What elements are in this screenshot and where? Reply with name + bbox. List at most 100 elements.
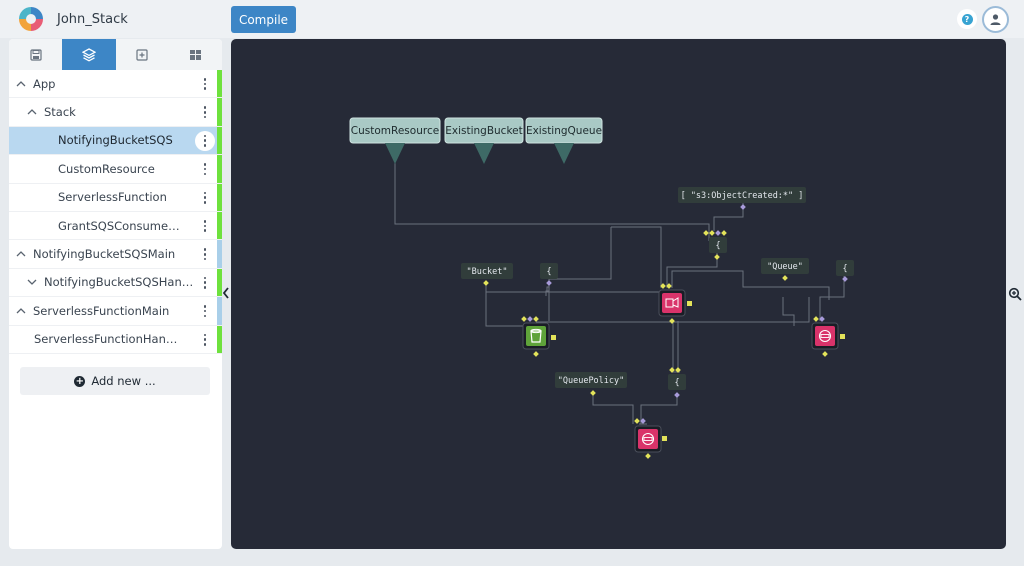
input-nodes: CustomResource ExistingBucket ExistingQu…: [349, 117, 603, 164]
grid-icon: [189, 49, 201, 60]
sqs-queue-policy-node[interactable]: [634, 425, 662, 453]
tree-item[interactable]: CustomResource: [9, 155, 222, 184]
literal-tags: [ "s3:ObjectCreated:*" ] { "Bucket" { "Q…: [461, 187, 854, 390]
chevron-up-icon[interactable]: [16, 249, 26, 259]
tag-object-4[interactable]: {: [668, 374, 686, 390]
status-bar: [217, 325, 222, 353]
layers-icon: [81, 47, 96, 62]
ports-s3-notification: [660, 283, 692, 324]
ports-queue-tag: [782, 275, 848, 282]
tag-queue[interactable]: "Queue": [761, 258, 809, 274]
tree-item[interactable]: ServerlessFunctionMain: [9, 297, 222, 326]
tree-item-label: NotifyingBucketSQSHandler: [44, 275, 199, 290]
status-bar: [217, 268, 222, 297]
zoom-in-icon[interactable]: [1008, 287, 1022, 301]
ports-queuepolicy-tag: [590, 367, 681, 398]
status-bar: [217, 126, 222, 155]
tree-item-label: App: [33, 76, 56, 91]
kebab-menu-icon[interactable]: [198, 219, 212, 233]
help-icon: ?: [961, 13, 973, 25]
tag-text: {: [842, 264, 847, 274]
kebab-menu-icon[interactable]: [198, 162, 212, 176]
tree-item[interactable]: NotifyingBucketSQSMain: [9, 240, 222, 269]
s3-bucket-icon: [530, 328, 542, 343]
tag-text: "Queue": [767, 262, 803, 272]
tag-text: "Bucket": [467, 267, 508, 277]
tag-text: "QueuePolicy": [558, 376, 625, 386]
status-bar: [217, 183, 222, 211]
s3-bucket-node[interactable]: [522, 322, 550, 350]
input-label: CustomResource: [351, 125, 439, 137]
tree-item[interactable]: ServerlessFunction: [9, 183, 222, 212]
tree-item-label: NotifyingBucketSQSMain: [33, 247, 176, 262]
tag-event-list[interactable]: [ "s3:ObjectCreated:*" ]: [678, 187, 806, 203]
chevron-up-icon[interactable]: [16, 79, 26, 89]
construct-nodes: [522, 289, 839, 453]
tree-item[interactable]: GrantSQSConsumeMessa…: [9, 211, 222, 241]
status-bar: [217, 297, 222, 325]
ports-bucket-tag: [483, 280, 552, 286]
input-node-existingbucket[interactable]: ExistingBucket: [444, 117, 524, 164]
tree-item-label: GrantSQSConsumeMessa…: [58, 218, 182, 233]
ports-sqs-queue: [813, 316, 845, 357]
add-new-button[interactable]: + Add new ...: [20, 367, 210, 395]
tab-save[interactable]: [9, 39, 62, 70]
status-bar: [217, 240, 222, 268]
save-icon: [30, 48, 42, 61]
tab-layers[interactable]: [62, 39, 116, 70]
tree-item[interactable]: App: [9, 70, 222, 99]
kebab-menu-icon[interactable]: [198, 304, 212, 318]
tree-item-label: ServerlessFunctionHandler: [34, 332, 182, 347]
status-bar: [217, 70, 222, 98]
tree-item[interactable]: ServerlessFunctionHandler: [9, 325, 222, 354]
tab-grid[interactable]: [169, 39, 222, 70]
s3-notification-icon: [665, 297, 679, 308]
kebab-menu-icon[interactable]: [198, 333, 212, 347]
sqs-queue-node[interactable]: [811, 322, 839, 350]
tag-text: {: [674, 378, 679, 388]
avatar[interactable]: [982, 6, 1009, 33]
kebab-menu-icon[interactable]: [198, 247, 212, 261]
kebab-menu-icon[interactable]: [198, 77, 212, 91]
ports-tag-event-list: [740, 204, 746, 210]
chevron-up-icon[interactable]: [27, 107, 37, 117]
kebab-menu-icon[interactable]: [198, 276, 212, 290]
kebab-menu-icon[interactable]: [195, 130, 215, 151]
compile-button[interactable]: Compile: [231, 6, 296, 33]
app-logo-icon[interactable]: [18, 6, 44, 32]
chevron-down-icon[interactable]: [27, 277, 37, 287]
tag-object-1[interactable]: {: [709, 237, 727, 253]
input-node-existingqueue[interactable]: ExistingQueue: [525, 117, 603, 164]
status-bar: [217, 211, 222, 240]
graph-canvas[interactable]: CustomResource ExistingBucket ExistingQu…: [231, 39, 1006, 549]
tree-item[interactable]: Stack: [9, 98, 222, 127]
s3-notification-node[interactable]: [658, 289, 686, 317]
tag-object-2[interactable]: {: [540, 263, 558, 279]
input-label: ExistingBucket: [445, 125, 523, 137]
sqs-queue-policy-icon: [641, 432, 655, 446]
ports-sqs-queue-policy: [634, 418, 667, 459]
tab-add[interactable]: [116, 39, 169, 70]
status-bar: [217, 155, 222, 183]
sqs-queue-icon: [818, 329, 832, 343]
tree-item-label: Stack: [44, 105, 76, 120]
help-button[interactable]: ?: [957, 9, 977, 29]
tag-object-3[interactable]: {: [836, 260, 854, 276]
tag-queuepolicy[interactable]: "QueuePolicy": [555, 372, 627, 388]
plus-square-icon: [136, 48, 148, 61]
tag-bucket[interactable]: "Bucket": [461, 263, 513, 279]
kebab-menu-icon[interactable]: [198, 105, 212, 119]
tag-text: [ "s3:ObjectCreated:*" ]: [681, 191, 804, 201]
kebab-menu-icon[interactable]: [198, 191, 212, 205]
sidebar-tabs: [9, 39, 222, 70]
collapse-sidebar-icon[interactable]: [222, 286, 230, 300]
ports-object-1: [703, 230, 727, 260]
tree-item[interactable]: NotifyingBucketSQS: [9, 126, 222, 156]
tree-item[interactable]: NotifyingBucketSQSHandler: [9, 268, 222, 298]
chevron-up-icon[interactable]: [16, 306, 26, 316]
tree-item-label: ServerlessFunctionMain: [33, 303, 170, 318]
input-node-customresource[interactable]: CustomResource: [349, 117, 441, 164]
tag-text: {: [546, 267, 551, 277]
